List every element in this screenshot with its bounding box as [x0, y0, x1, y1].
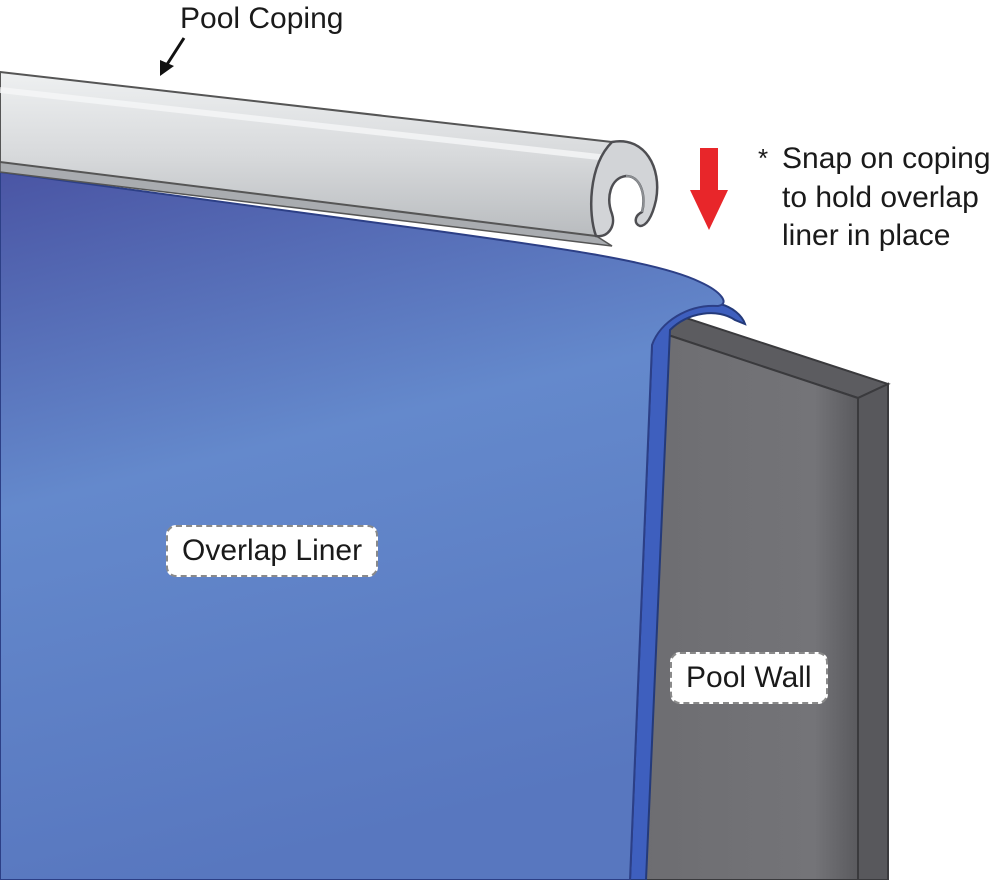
snap-on-note: * Snap on coping to hold overlap liner i… — [758, 140, 991, 256]
note-line-3: liner in place — [782, 219, 951, 253]
pool-wall-label: Pool Wall — [670, 652, 828, 704]
note-line-2: to hold overlap — [782, 180, 979, 214]
pool-coping-label: Pool Coping — [180, 2, 344, 35]
coping-end-inner — [625, 175, 645, 213]
pool-coping — [0, 70, 659, 247]
pool-wall-face — [638, 331, 859, 880]
overlap-liner-label: Overlap Liner — [166, 525, 379, 577]
coping-pointer-arrow — [160, 37, 186, 76]
note-asterisk: * — [758, 143, 769, 173]
coping-end-profile — [589, 140, 659, 238]
coping-highlight — [0, 87, 609, 161]
pool-wall-side-edge — [857, 382, 889, 880]
snap-down-arrow — [690, 148, 728, 230]
note-line-1: Snap on coping — [782, 142, 991, 175]
pool-wall — [638, 314, 891, 880]
